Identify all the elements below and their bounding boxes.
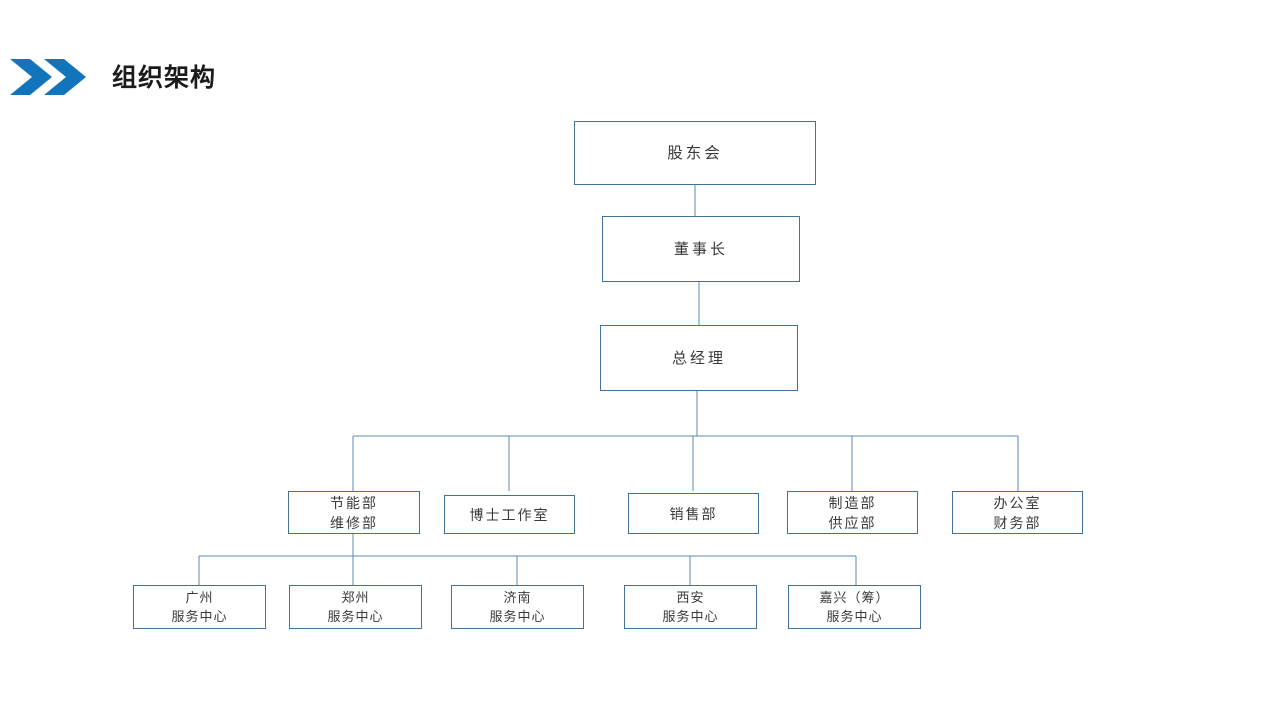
- node-general-manager[interactable]: 总经理: [600, 325, 798, 391]
- slide-header: 组织架构: [0, 0, 1280, 120]
- node-shareholders[interactable]: 股东会: [574, 121, 816, 185]
- node-service-center-jinan[interactable]: 济南 服务中心: [451, 585, 584, 629]
- node-energy-maintenance[interactable]: 节能部 维修部: [288, 491, 420, 534]
- node-manufacturing-supply[interactable]: 制造部 供应部: [787, 491, 918, 534]
- node-sales[interactable]: 销售部: [628, 493, 759, 534]
- page-title: 组织架构: [112, 64, 217, 92]
- node-chairman[interactable]: 董事长: [602, 216, 800, 282]
- double-chevron-right-icon: [10, 57, 92, 97]
- node-service-center-zhengzhou[interactable]: 郑州 服务中心: [289, 585, 422, 629]
- node-doctoral-studio[interactable]: 博士工作室: [444, 495, 575, 534]
- node-service-center-guangzhou[interactable]: 广州 服务中心: [133, 585, 266, 629]
- node-office-finance[interactable]: 办公室 财务部: [952, 491, 1083, 534]
- node-service-center-xian[interactable]: 西安 服务中心: [624, 585, 757, 629]
- node-service-center-jiaxing[interactable]: 嘉兴（筹） 服务中心: [788, 585, 921, 629]
